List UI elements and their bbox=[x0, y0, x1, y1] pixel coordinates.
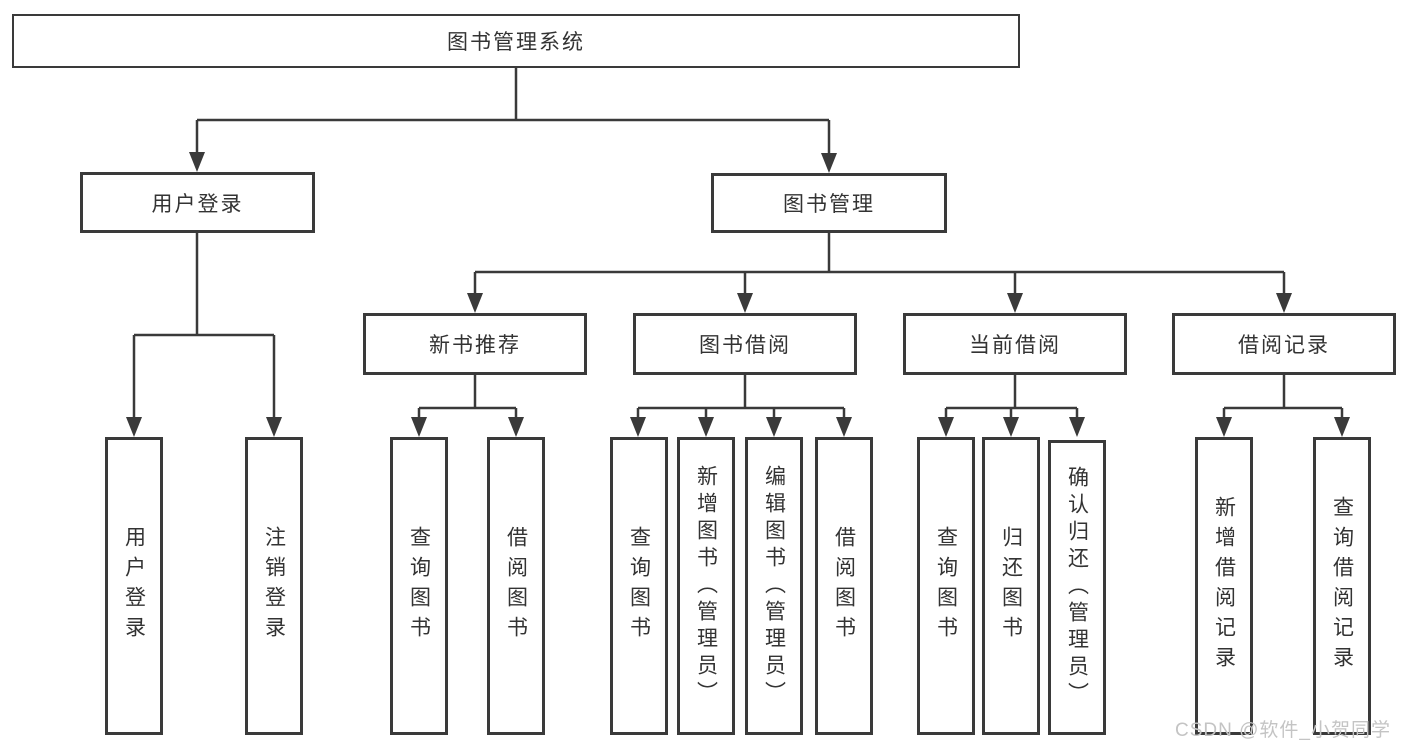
leaf-user-login-label: 用户登录 bbox=[122, 526, 146, 646]
node-library-management-system: 图书管理系统 bbox=[12, 14, 1020, 68]
node-borrow-records-label: 借阅记录 bbox=[1238, 334, 1330, 357]
leaf-nb-borrow-books-label: 借阅图书 bbox=[504, 526, 528, 646]
arrowhead bbox=[766, 417, 782, 437]
leaf-logout-login: 注销登录 bbox=[245, 437, 303, 735]
arrowhead bbox=[467, 293, 483, 313]
leaf-br-query-borrow-record: 查询借阅记录 bbox=[1313, 437, 1371, 735]
node-current-borrow-label: 当前借阅 bbox=[969, 334, 1061, 357]
leaf-br-query-borrow-record-label: 查询借阅记录 bbox=[1330, 496, 1354, 676]
leaf-bb-add-books-admin-label: 新增图书（管理员） bbox=[694, 464, 718, 708]
leaf-cb-return-books-label: 归还图书 bbox=[999, 526, 1023, 646]
node-user-login: 用户登录 bbox=[80, 172, 315, 233]
arrowhead bbox=[266, 417, 282, 437]
arrowhead bbox=[938, 417, 954, 437]
arrowhead bbox=[1007, 293, 1023, 313]
arrowhead bbox=[411, 417, 427, 437]
node-book-management-label: 图书管理 bbox=[783, 193, 875, 216]
arrowhead bbox=[821, 153, 837, 173]
leaf-nb-query-books: 查询图书 bbox=[390, 437, 448, 735]
arrowhead bbox=[1276, 293, 1292, 313]
leaf-bb-edit-books-admin: 编辑图书（管理员） bbox=[745, 437, 803, 735]
node-new-book-recommend-label: 新书推荐 bbox=[429, 334, 521, 357]
arrowhead bbox=[836, 417, 852, 437]
arrowhead bbox=[508, 417, 524, 437]
leaf-cb-query-books-label: 查询图书 bbox=[934, 526, 958, 646]
leaf-bb-query-books: 查询图书 bbox=[610, 437, 668, 735]
node-current-borrow: 当前借阅 bbox=[903, 313, 1127, 375]
node-book-borrowing-label: 图书借阅 bbox=[699, 334, 791, 357]
leaf-bb-borrow-books-label: 借阅图书 bbox=[832, 526, 856, 646]
arrowhead bbox=[1216, 417, 1232, 437]
leaf-br-add-borrow-record: 新增借阅记录 bbox=[1195, 437, 1253, 735]
node-borrow-records: 借阅记录 bbox=[1172, 313, 1396, 375]
node-user-login-label: 用户登录 bbox=[151, 192, 244, 216]
leaf-cb-confirm-return-admin: 确认归还（管理员） bbox=[1048, 440, 1106, 735]
arrowhead bbox=[1334, 417, 1350, 437]
node-new-book-recommend: 新书推荐 bbox=[363, 313, 587, 375]
leaf-user-login: 用户登录 bbox=[105, 437, 163, 735]
arrowhead bbox=[1003, 417, 1019, 437]
arrowhead bbox=[630, 417, 646, 437]
leaf-nb-query-books-label: 查询图书 bbox=[407, 526, 431, 646]
arrowhead bbox=[189, 152, 205, 172]
leaf-bb-edit-books-admin-label: 编辑图书（管理员） bbox=[762, 464, 786, 708]
node-book-borrowing: 图书借阅 bbox=[633, 313, 857, 375]
arrowhead bbox=[1069, 417, 1085, 437]
arrowhead bbox=[737, 293, 753, 313]
arrowhead bbox=[698, 417, 714, 437]
leaf-bb-query-books-label: 查询图书 bbox=[627, 526, 651, 646]
node-library-management-system-label: 图书管理系统 bbox=[447, 31, 585, 54]
arrowhead bbox=[126, 417, 142, 437]
csdn-watermark: CSDN @软件_小贺同学 bbox=[1175, 720, 1391, 741]
leaf-nb-borrow-books: 借阅图书 bbox=[487, 437, 545, 735]
leaf-cb-confirm-return-admin-label: 确认归还（管理员） bbox=[1065, 466, 1089, 709]
leaf-cb-return-books: 归还图书 bbox=[982, 437, 1040, 735]
leaf-bb-add-books-admin: 新增图书（管理员） bbox=[677, 437, 735, 735]
node-book-management: 图书管理 bbox=[711, 173, 947, 233]
leaf-bb-borrow-books: 借阅图书 bbox=[815, 437, 873, 735]
leaf-cb-query-books: 查询图书 bbox=[917, 437, 975, 735]
leaf-br-add-borrow-record-label: 新增借阅记录 bbox=[1212, 496, 1236, 676]
leaf-logout-login-label: 注销登录 bbox=[262, 526, 286, 646]
